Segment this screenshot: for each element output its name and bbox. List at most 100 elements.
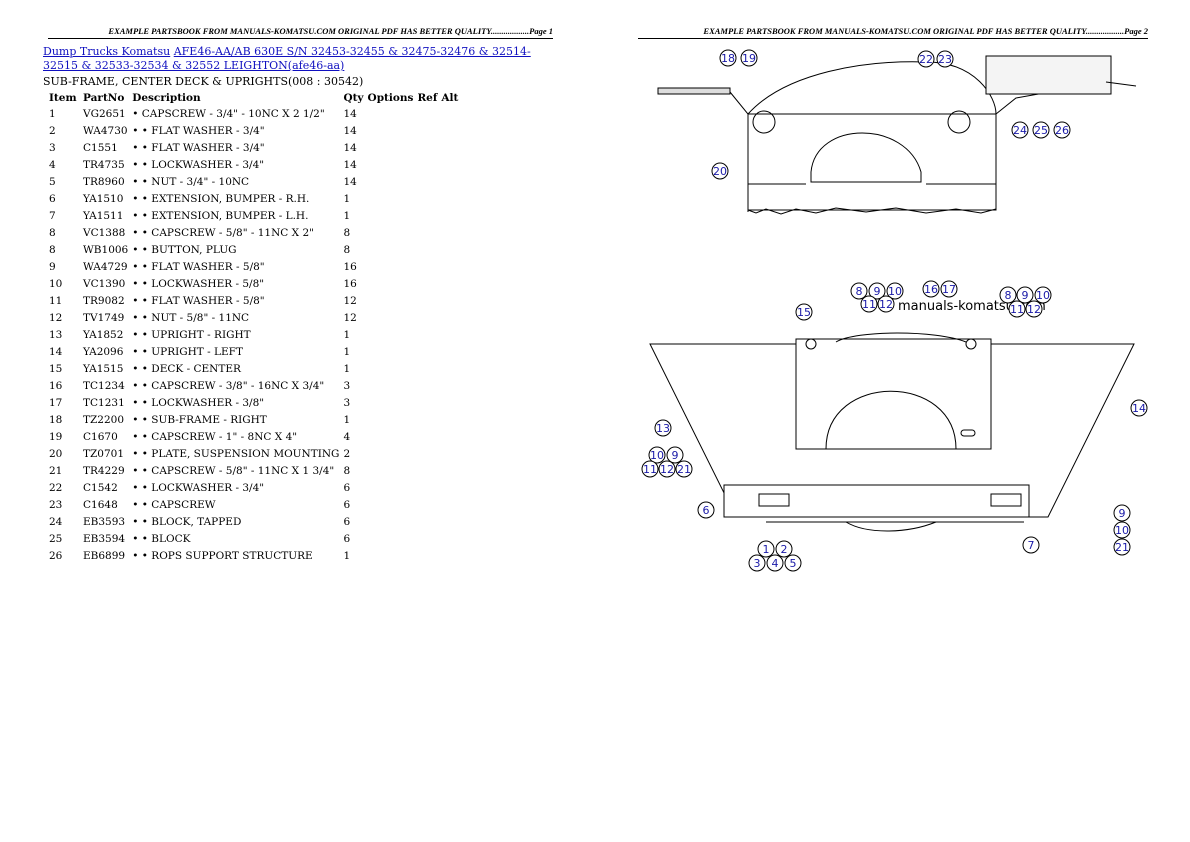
cell-alt [439, 191, 460, 208]
cell-description: • • FLAT WASHER - 3/4" [132, 142, 265, 154]
cell-ref [415, 412, 439, 429]
cell-options [366, 157, 416, 174]
cell-alt [439, 259, 460, 276]
cell-description: • • LOCKWASHER - 3/8" [132, 397, 265, 409]
breadcrumb-link-model[interactable]: AFE46-AA/AB 630E S/N 32453-32455 & 32475… [43, 45, 531, 72]
cell-ref [415, 514, 439, 531]
cell-alt [439, 106, 460, 123]
cell-description: • • FLAT WASHER - 5/8" [132, 295, 265, 307]
cell-qty: 14 [343, 159, 357, 171]
cell-qty: 1 [343, 329, 351, 341]
cell-qty: 6 [343, 499, 351, 511]
cell-qty: 1 [343, 346, 351, 358]
cell-ref [415, 106, 439, 123]
cell-ref [415, 446, 439, 463]
cell-item: 13 [49, 329, 63, 341]
svg-text:9: 9 [672, 449, 679, 462]
cell-qty: 1 [343, 193, 351, 205]
cell-item: 9 [49, 261, 56, 273]
svg-text:11: 11 [862, 298, 876, 311]
callout-10: 10 [1113, 521, 1131, 539]
callout-9: 9 [1016, 286, 1034, 304]
cell-options [366, 514, 416, 531]
svg-text:22: 22 [919, 53, 933, 66]
svg-text:1: 1 [763, 543, 770, 556]
cell-item: 20 [49, 448, 63, 460]
cell-qty: 1 [343, 550, 351, 562]
cell-description: • • ROPS SUPPORT STRUCTURE [132, 550, 313, 562]
svg-text:11: 11 [643, 463, 657, 476]
cell-description: • • DECK - CENTER [132, 363, 241, 375]
callout-16: 16 [922, 280, 940, 298]
cell-qty: 6 [343, 516, 351, 528]
callout-26: 26 [1053, 121, 1071, 139]
cell-partno: TZ0701 [83, 448, 125, 460]
cell-partno: EB3593 [83, 516, 126, 528]
cell-partno: C1670 [83, 431, 118, 443]
cell-item: 15 [49, 363, 63, 375]
cell-item: 6 [49, 193, 56, 205]
diagram-front-view [649, 332, 1135, 532]
callout-9: 9 [868, 282, 886, 300]
col-header-partno: PartNo [83, 92, 125, 104]
cell-options [366, 174, 416, 191]
cell-alt [439, 531, 460, 548]
cell-alt [439, 208, 460, 225]
svg-text:9: 9 [1119, 507, 1126, 520]
svg-text:10: 10 [1115, 524, 1129, 537]
page-header-1: EXAMPLE PARTSBOOK FROM MANUALS-KOMATSU.C… [48, 26, 553, 39]
callout-2: 2 [775, 540, 793, 558]
cell-qty: 12 [343, 312, 357, 324]
cell-alt [439, 123, 460, 140]
cell-partno: WA4730 [83, 125, 128, 137]
cell-partno: EB3594 [83, 533, 126, 545]
callout-24: 24 [1011, 121, 1029, 139]
callout-13: 13 [654, 419, 672, 437]
callout-11: 11 [641, 460, 659, 478]
svg-text:21: 21 [677, 463, 691, 476]
cell-item: 3 [49, 142, 56, 154]
cell-ref [415, 378, 439, 395]
svg-text:24: 24 [1013, 124, 1027, 137]
cell-ref [415, 327, 439, 344]
col-header-item: Item [49, 92, 77, 104]
cell-partno: WA4729 [83, 261, 128, 273]
col-header-options: Options [367, 92, 414, 104]
cell-description: • • NUT - 5/8" - 11NC [132, 312, 250, 324]
cell-item: 17 [49, 397, 63, 409]
cell-alt [439, 446, 460, 463]
cell-item: 2 [49, 125, 56, 137]
cell-description: • • CAPSCREW [132, 499, 216, 511]
cell-ref [415, 157, 439, 174]
svg-text:10: 10 [1036, 289, 1050, 302]
svg-text:3: 3 [754, 557, 761, 570]
svg-text:14: 14 [1132, 402, 1146, 415]
cell-alt [439, 412, 460, 429]
breadcrumb-link-category[interactable]: Dump Trucks Komatsu [43, 45, 171, 58]
svg-text:17: 17 [942, 283, 956, 296]
cell-options [366, 480, 416, 497]
cell-partno: TR8960 [83, 176, 125, 188]
cell-options [366, 310, 416, 327]
svg-text:9: 9 [1022, 289, 1029, 302]
cell-partno: TV1749 [83, 312, 125, 324]
cell-item: 8 [49, 244, 56, 256]
cell-partno: VC1388 [83, 227, 126, 239]
cell-ref [415, 548, 439, 565]
cell-partno: VC1390 [83, 278, 126, 290]
cell-description: • • BUTTON, PLUG [132, 244, 237, 256]
cell-qty: 3 [343, 380, 351, 392]
callout-4: 4 [766, 554, 784, 572]
cell-ref [415, 395, 439, 412]
callout-12: 12 [658, 460, 676, 478]
